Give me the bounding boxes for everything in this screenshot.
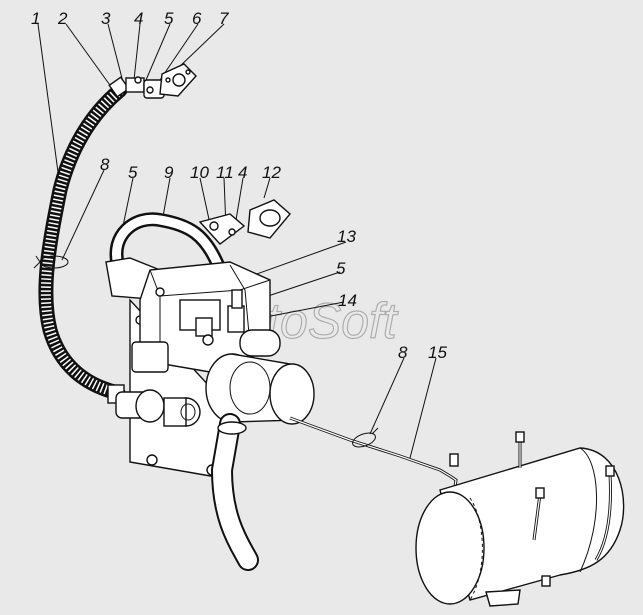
callout-5: 5 xyxy=(164,9,174,28)
callout-4: 4 xyxy=(134,9,143,28)
callout-8-right: 8 xyxy=(398,343,408,362)
callout-1: 1 xyxy=(31,9,40,28)
callout-2: 2 xyxy=(57,9,68,28)
fuel-line xyxy=(289,416,458,495)
pipe-bracket-gasket xyxy=(198,199,291,245)
fuel-line-clamp xyxy=(352,427,379,448)
exhaust-down-pipe xyxy=(210,413,259,571)
fuel-tank xyxy=(415,431,625,607)
callout-15: 15 xyxy=(428,343,447,362)
callout-8: 8 xyxy=(100,155,110,174)
corrugated-exhaust-hose xyxy=(38,76,130,404)
callout-12: 12 xyxy=(262,163,281,182)
hose-clamp-left xyxy=(33,255,69,269)
callout-10: 10 xyxy=(190,163,209,182)
callout-5-lower: 5 xyxy=(128,163,138,182)
callout-9: 9 xyxy=(164,163,174,182)
callout-7: 7 xyxy=(219,9,229,28)
callout-labels: 1 2 3 4 5 6 7 8 5 9 10 11 4 12 13 5 14 8… xyxy=(31,9,447,362)
callout-14: 14 xyxy=(338,291,357,310)
callout-11: 11 xyxy=(216,163,234,182)
leader-lines xyxy=(37,23,437,459)
exhaust-outlet-fitting xyxy=(125,63,197,99)
callout-3: 3 xyxy=(101,9,111,28)
callout-6: 6 xyxy=(192,9,202,28)
callout-13: 13 xyxy=(337,227,356,246)
callout-4-lower: 4 xyxy=(238,163,247,182)
fuel-pump-motor xyxy=(115,389,201,427)
callout-5-right: 5 xyxy=(336,259,346,278)
combustion-chamber xyxy=(205,289,315,425)
